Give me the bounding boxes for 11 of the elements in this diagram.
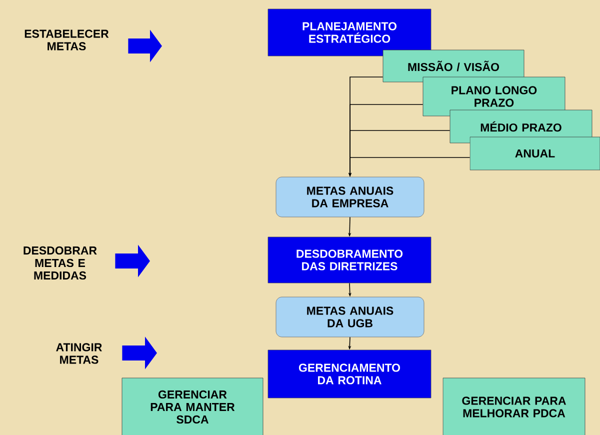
process-box: DESDOBRAMENTO DAS DIRETRIZES	[268, 236, 432, 284]
goal-label: DESDOBRAR METAS E MEDIDAS	[24, 246, 97, 280]
process-box: GERENCIAR PARA MANTER SDCA	[122, 378, 264, 435]
rounded-box: METAS ANUAIS DA EMPRESA	[276, 176, 424, 218]
goal-label: ATINGIR METAS	[56, 343, 102, 364]
process-box: GERENCIAMENTO DA ROTINA	[268, 350, 432, 398]
process-box: GERENCIAR PARA MELHORAR PDCA	[442, 378, 586, 435]
process-box: PLANEJAMENTO ESTRATÉGICO	[268, 8, 432, 56]
goal-label: ESTABELECER METAS	[24, 30, 109, 50]
rounded-box: METAS ANUAIS DA UGB	[276, 296, 424, 338]
process-box: ANUAL	[470, 136, 600, 170]
